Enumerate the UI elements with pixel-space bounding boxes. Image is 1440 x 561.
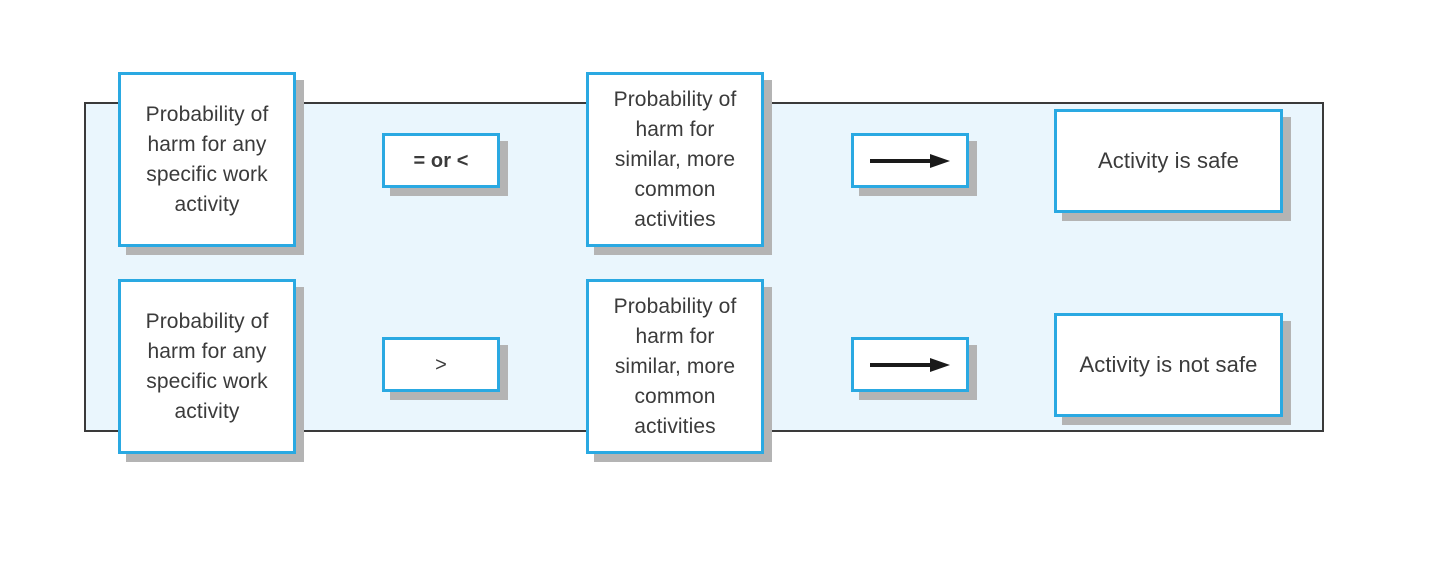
- result-box-safe: Activity is safe: [1054, 109, 1283, 213]
- specific-activity-probability-box: Probability of harm for any specific wor…: [118, 279, 296, 454]
- result-label: Activity is safe: [1098, 148, 1239, 173]
- result-label: Activity is not safe: [1079, 352, 1258, 377]
- right-arrow-icon: [870, 357, 950, 372]
- operator-box-less-or-equal: = or <: [382, 133, 500, 188]
- operator-label: >: [435, 353, 447, 376]
- common-activities-probability-box: Probability of harm for similar, more co…: [586, 72, 764, 247]
- common-activities-probability-box: Probability of harm for similar, more co…: [586, 279, 764, 454]
- operator-box-greater: >: [382, 337, 500, 392]
- box-label: Probability of harm for similar, more co…: [613, 87, 737, 231]
- arrow-box: [851, 133, 969, 188]
- arrow-box: [851, 337, 969, 392]
- specific-activity-probability-box: Probability of harm for any specific wor…: [118, 72, 296, 247]
- right-arrow-icon: [870, 153, 950, 168]
- box-label: Probability of harm for any specific wor…: [145, 309, 269, 423]
- operator-label: = or <: [413, 149, 469, 172]
- result-box-not-safe: Activity is not safe: [1054, 313, 1283, 417]
- box-label: Probability of harm for similar, more co…: [613, 294, 737, 438]
- box-label: Probability of harm for any specific wor…: [145, 102, 269, 216]
